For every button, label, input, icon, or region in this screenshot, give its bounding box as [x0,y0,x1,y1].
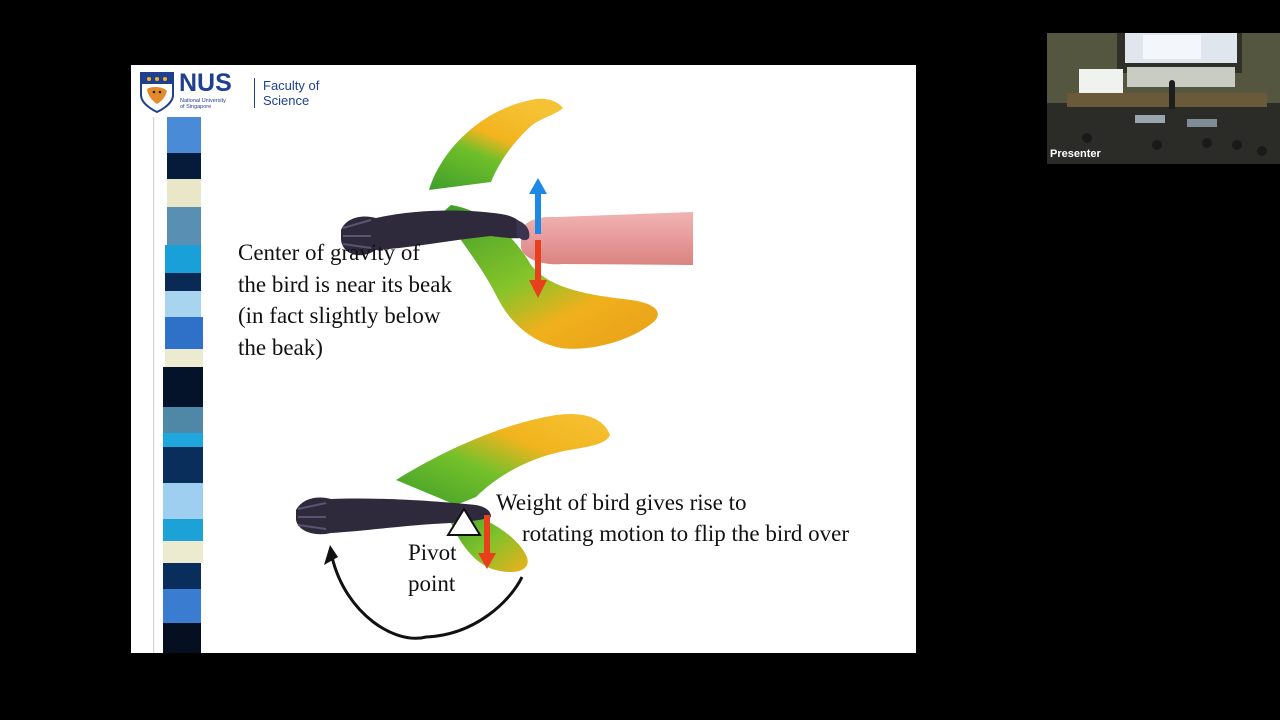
nus-crest-icon [140,72,174,113]
faculty-name: Faculty of Science [254,78,319,108]
upward-force-arrow-icon [529,178,547,194]
rotation-arrow-icon [330,556,524,640]
presentation-slide: NUS National University of Singapore Fac… [131,65,916,653]
center-of-gravity-text: Center of gravity of the bird is near it… [238,240,452,360]
bird-body [296,497,491,535]
bird-body [341,210,529,256]
weight-explanation-line1: Weight of bird gives rise to [496,490,747,515]
pivot-triangle-icon [446,507,482,536]
lecture-hall-video-frame [1047,33,1280,164]
nus-logo: NUS National University of Singapore Fac… [137,69,337,117]
balancing-bird-on-finger-illustration [341,98,693,349]
bird-upper-wing [396,413,610,505]
decorative-stripe [153,117,203,653]
tilted-bird-illustration [296,413,610,640]
bird-lower-wing [443,205,658,349]
nus-fullname: National University of Singapore [180,98,226,110]
bird-upper-wing [429,98,563,190]
presenter-label: Presenter [1050,148,1101,160]
weight-force-arrow-icon [478,553,496,569]
downward-force-arrow-icon [529,280,547,298]
presenter-video[interactable]: Presenter [1047,33,1280,164]
pivot-point-label: Pivot point [408,540,457,596]
weight-explanation-line2: rotating motion to flip the bird over [522,521,850,546]
nus-wordmark: NUS [179,69,232,97]
finger [521,212,693,265]
